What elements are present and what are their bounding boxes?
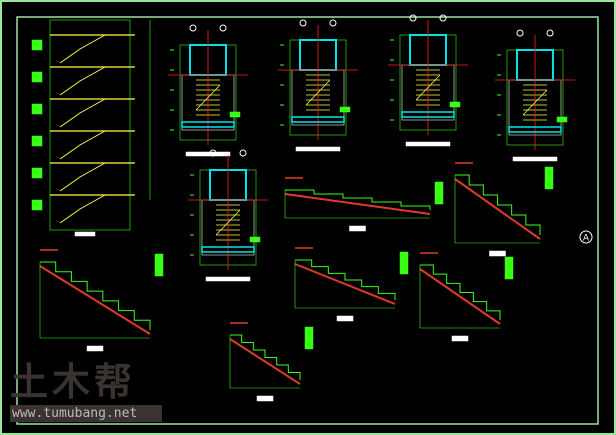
axis-bubble [516,29,524,37]
section-note [504,256,514,280]
plan-title-bar [295,146,341,152]
plan-note-tag [229,111,241,118]
axis-bubble [239,149,247,157]
axis-bubble [546,29,554,37]
section-title [336,315,354,322]
axis-bubble [409,14,417,22]
stair-plan-2 [278,19,358,152]
landing-wall [401,111,455,118]
elevation-title [74,231,96,237]
break-line [195,84,221,111]
plan-note-tag [249,236,261,243]
plan-note-tag [556,116,568,123]
flight-line [59,130,106,160]
landing-wall [508,126,562,133]
stair-slab [454,178,541,240]
stair-steps [230,334,301,380]
stair-sections [39,162,554,402]
axis-bubble [209,149,217,157]
section-note [434,181,444,205]
break-line [415,74,441,101]
section-title [489,250,506,257]
elev-note [31,167,43,179]
axis-bubble [219,24,227,32]
elev-note [31,135,43,147]
flight-line [59,98,106,128]
break-line [305,79,331,106]
plan-title-bar [512,156,558,162]
stair-section-1 [39,249,164,352]
flight-line [59,194,106,224]
plan-title-bar [185,151,231,157]
axis-bubble [299,19,307,27]
stair-section-2 [284,177,444,232]
section-title [451,335,469,342]
stair-plans [168,14,575,282]
elev-note [31,103,43,115]
elev-note [31,39,43,51]
watermark-url: www.tumubang.net [10,405,162,422]
elev-note [31,71,43,83]
section-title [349,225,366,232]
stair-section-5 [419,252,514,342]
stair-plan-4 [495,29,575,162]
section-note [544,166,554,190]
stair-steps [455,174,541,235]
stair-plan-5 [188,149,268,282]
break-line [522,89,548,116]
axis-bubble [329,19,337,27]
stair-section-4 [294,247,409,322]
break-line [215,209,241,236]
axis-bubble [189,24,197,32]
drawing-frame [16,16,599,425]
stair-slab [419,268,501,325]
landing-wall [291,116,345,123]
elevation-outline [49,19,131,231]
stair-steps [285,189,431,210]
flight-line [59,162,106,192]
stair-slab [294,263,396,305]
landing-wall [201,246,255,253]
stair-steps [40,261,151,330]
stair-slab [229,338,301,385]
axis-bubble [439,14,447,22]
detail-marker: A [579,230,593,244]
stair-slab [39,265,151,335]
stair-plan-3 [388,14,468,147]
section-note [304,326,314,350]
plan-title-bar [405,141,451,147]
stair-steps [295,259,396,300]
stair-steps [420,264,501,320]
stair-elevation [31,19,151,237]
section-note [399,251,409,275]
section-note [154,253,164,277]
section-title [86,345,104,352]
stair-section-3 [454,162,554,257]
plan-note-tag [339,106,351,113]
flight-line [59,66,106,96]
stair-plan-1 [168,24,248,157]
detail-marker-label: A [583,234,590,244]
watermark-logo: 土木帮 [10,360,137,404]
stair-slab [284,193,431,215]
stair-section-6 [229,322,314,402]
elev-note [31,199,43,211]
section-title [256,395,274,402]
flight-line [59,34,106,64]
plan-note-tag [449,101,461,108]
plan-title-bar [205,276,251,282]
landing-wall [181,121,235,128]
